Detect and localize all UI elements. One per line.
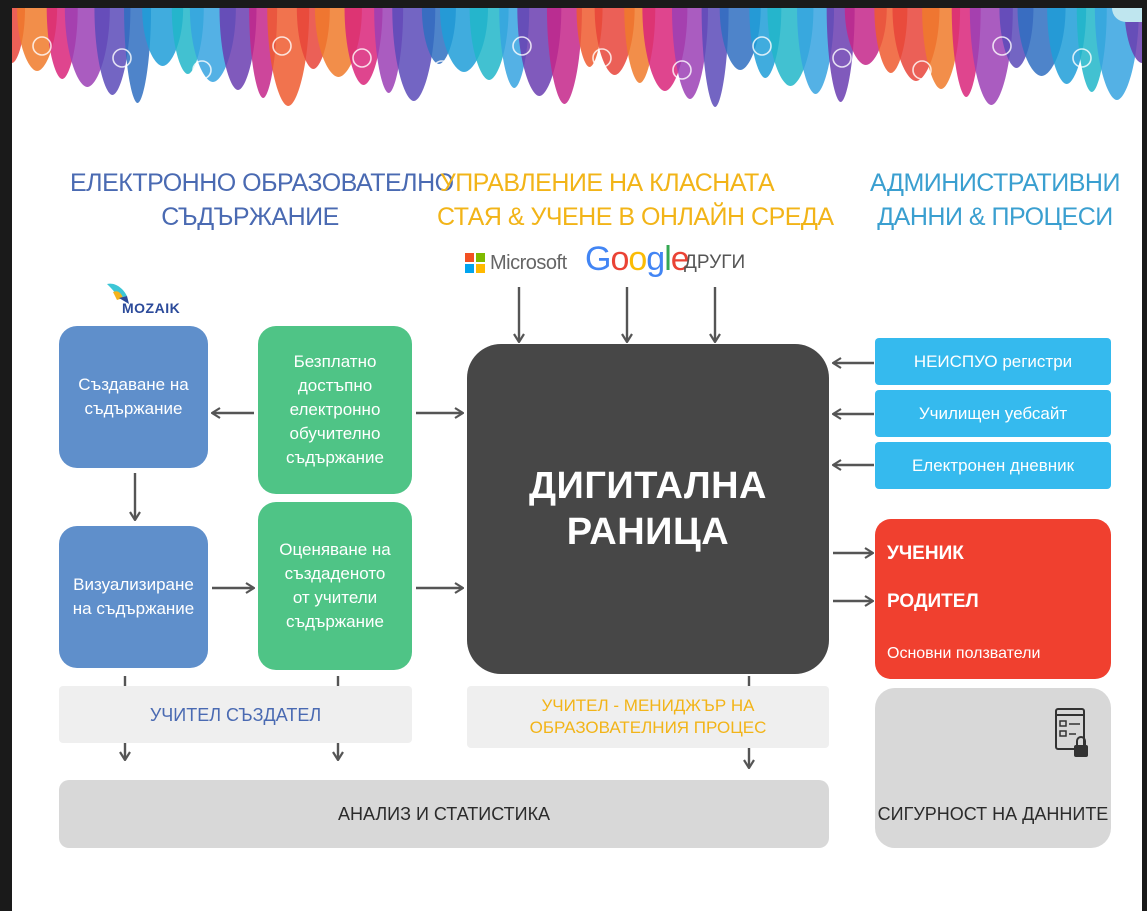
digital-backpack-box: ДИГИТАЛНА РАНИЦА bbox=[467, 344, 829, 674]
visualize-content-box: Визуализиране на съдържание bbox=[59, 526, 208, 668]
main-users-caption: Основни ползватели bbox=[887, 645, 1041, 662]
banner-doodle-icon bbox=[912, 60, 932, 80]
hummingbird-icon bbox=[107, 283, 129, 304]
central-title-line: РАНИЦА bbox=[566, 511, 730, 553]
google-letter: g bbox=[646, 240, 665, 278]
heading-line: СТАЯ & УЧЕНЕ В ОНЛАЙН СРЕДА bbox=[437, 203, 834, 231]
google-letter: G bbox=[585, 240, 611, 278]
heading-line: ДАННИ & ПРОЦЕСИ bbox=[877, 203, 1113, 231]
google-letter: e bbox=[670, 240, 690, 278]
parent-label: РОДИТЕЛ bbox=[887, 591, 979, 612]
school-website-label: Училищен уебсайт bbox=[918, 403, 1068, 423]
banner-doodle-icon bbox=[672, 60, 692, 80]
banner-doodle-icon bbox=[32, 36, 52, 56]
microsoft-label: Microsoft bbox=[490, 251, 567, 274]
banner-paint-stroke bbox=[469, 8, 509, 80]
banner-paint-stroke bbox=[17, 8, 58, 71]
free-content-label: Безплатно достъпно електронно обучително… bbox=[286, 352, 384, 467]
neispuo-registers-box: НЕИСПУО регистри bbox=[875, 338, 1111, 385]
banner-paint-stroke bbox=[219, 8, 257, 90]
banner-doodle-icon bbox=[352, 48, 372, 68]
create-content-box: Създаване на съдържание bbox=[59, 326, 208, 468]
e-diary-label: Електронен дневник bbox=[911, 455, 1075, 475]
banner-doodle-icon bbox=[272, 36, 292, 56]
banner-doodle-icon bbox=[192, 60, 212, 80]
watercolor-banner bbox=[12, 8, 1142, 107]
free-content-box: Безплатно достъпно електронно обучително… bbox=[258, 326, 412, 494]
heading-educational-content: ЕЛЕКТРОННО ОБРАЗОВАТЕЛНО СЪДЪРЖАНИЕ bbox=[70, 166, 454, 234]
google-letter: o bbox=[628, 240, 647, 278]
evaluate-content-box: Оценяване на създаденото от учители съдъ… bbox=[258, 502, 412, 670]
banner-doodle-icon bbox=[1072, 48, 1092, 68]
school-website-box: Училищен уебсайт bbox=[875, 390, 1111, 437]
microsoft-squares-icon bbox=[465, 253, 485, 273]
heading-classroom-management: УПРАВЛЕНИЕ НА КЛАСНАТА СТАЯ & УЧЕНЕ В ОН… bbox=[437, 166, 834, 234]
google-logo: Google bbox=[585, 240, 690, 279]
secure-checklist-icon bbox=[1055, 708, 1088, 757]
corner-badge bbox=[1112, 8, 1142, 22]
mozaik-logo-text: MOZAIK bbox=[122, 300, 181, 316]
central-title-line: ДИГИТАЛНА bbox=[528, 465, 767, 507]
banner-paint-stroke bbox=[94, 8, 131, 95]
analysis-statistics-label: АНАЛИЗ И СТАТИСТИКА bbox=[337, 804, 551, 824]
main-users-box: УЧЕНИК РОДИТЕЛ Основни ползватели bbox=[875, 519, 1111, 679]
heading-administrative-data: АДМИНИСТРАТИВНИ ДАННИ & ПРОЦЕСИ bbox=[860, 166, 1130, 234]
data-security-label: СИГУРНОСТ НА ДАННИТЕ bbox=[877, 804, 1109, 824]
others-provider-label: ДРУГИ bbox=[684, 252, 746, 273]
visualize-content-label: Визуализиране на съдържание bbox=[72, 575, 195, 618]
neispuo-registers-label: НЕИСПУО регистри bbox=[913, 351, 1073, 371]
google-letter: l bbox=[664, 240, 672, 278]
banner-paint-stroke bbox=[546, 8, 582, 104]
teacher-creator-strip: УЧИТЕЛ СЪЗДАТЕЛ bbox=[59, 686, 412, 743]
evaluate-content-label: Оценяване на създаденото от учители съдъ… bbox=[279, 540, 391, 631]
banner-doodle-icon bbox=[512, 36, 532, 56]
heading-line: УПРАВЛЕНИЕ НА КЛАСНАТА bbox=[439, 169, 775, 197]
teacher-creator-label: УЧИТЕЛ СЪЗДАТЕЛ bbox=[149, 704, 322, 725]
student-label: УЧЕНИК bbox=[887, 543, 964, 564]
e-diary-box: Електронен дневник bbox=[875, 442, 1111, 489]
banner-doodle-icon bbox=[752, 36, 772, 56]
banner-paint-stroke bbox=[344, 8, 383, 85]
create-content-label: Създаване на съдържание bbox=[78, 375, 189, 418]
heading-line: ЕЛЕКТРОННО ОБРАЗОВАТЕЛНО bbox=[70, 169, 454, 197]
banner-doodle-icon bbox=[592, 48, 612, 68]
banner-doodle-icon bbox=[432, 60, 452, 80]
teacher-manager-line: УЧИТЕЛ - МЕНИДЖЪР НА bbox=[541, 696, 755, 715]
teacher-manager-line: ОБРАЗОВАТЕЛНИЯ ПРОЦЕС bbox=[529, 718, 767, 737]
heading-line: АДМИНИСТРАТИВНИ bbox=[870, 169, 1120, 197]
banner-doodle-icon bbox=[112, 48, 132, 68]
banner-paint-stroke bbox=[672, 8, 708, 99]
teacher-manager-strip: УЧИТЕЛ - МЕНИДЖЪР НА ОБРАЗОВАТЕЛНИЯ ПРОЦ… bbox=[467, 686, 829, 748]
analysis-statistics-strip: АНАЛИЗ И СТАТИСТИКА bbox=[59, 780, 829, 848]
google-letter: o bbox=[610, 240, 629, 278]
banner-doodle-icon bbox=[992, 36, 1012, 56]
banner-paint-stroke bbox=[797, 8, 835, 94]
diagram-canvas: ЕЛЕКТРОННО ОБРАЗОВАТЕЛНО СЪДЪРЖАНИЕ УПРА… bbox=[12, 8, 1142, 911]
banner-paint-stroke bbox=[594, 8, 635, 75]
banner-doodle-icon bbox=[832, 48, 852, 68]
heading-line: СЪДЪРЖАНИЕ bbox=[161, 203, 339, 231]
microsoft-logo: Microsoft bbox=[465, 247, 567, 279]
